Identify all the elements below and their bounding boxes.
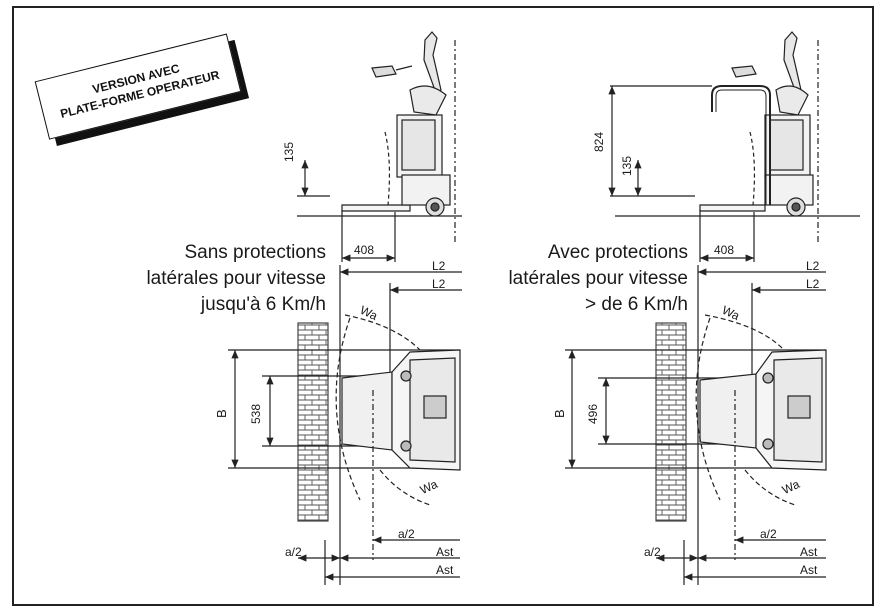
right-dim-135: 135 bbox=[620, 155, 634, 176]
right-L2-top: L2 bbox=[806, 259, 820, 273]
left-dim-135: 135 bbox=[282, 141, 296, 162]
right-a2-bottom: a/2 bbox=[644, 545, 661, 559]
right-Ast-bottom: Ast bbox=[800, 563, 818, 577]
left-a2-bottom: a/2 bbox=[285, 545, 302, 559]
right-caption-line-1: Avec protections bbox=[547, 242, 688, 263]
left-Ast-bottom: Ast bbox=[436, 563, 454, 577]
left-side-view bbox=[297, 31, 462, 585]
right-caption-line-2: latérales pour vitesse bbox=[508, 268, 688, 289]
right-dim-B: B bbox=[552, 409, 567, 418]
right-top-view bbox=[565, 314, 827, 585]
right-caption-line-3: > de 6 Km/h bbox=[585, 294, 688, 315]
left-dim-408: 408 bbox=[354, 243, 375, 257]
left-caption-line-2: latérales pour vitesse bbox=[146, 268, 326, 289]
left-caption: Sans protections latérales pour vitesse … bbox=[90, 240, 326, 318]
left-caption-line-1: Sans protections bbox=[184, 242, 326, 263]
right-L2-bottom: L2 bbox=[806, 277, 820, 291]
left-top-view bbox=[228, 314, 461, 585]
left-Ast-top: Ast bbox=[436, 545, 454, 559]
right-dim-496: 496 bbox=[586, 403, 600, 424]
left-caption-line-3: jusqu'à 6 Km/h bbox=[200, 294, 326, 315]
left-L2-top: L2 bbox=[432, 259, 446, 273]
technical-drawing bbox=[228, 31, 860, 585]
left-dim-538: 538 bbox=[249, 403, 263, 424]
right-Ast-top: Ast bbox=[800, 545, 818, 559]
right-dim-824: 824 bbox=[592, 131, 606, 152]
left-dim-B: B bbox=[214, 409, 229, 418]
left-L2-bottom: L2 bbox=[432, 277, 446, 291]
right-dim-408: 408 bbox=[714, 243, 735, 257]
left-a2-top: a/2 bbox=[398, 527, 415, 541]
right-a2-top: a/2 bbox=[760, 527, 777, 541]
right-caption: Avec protections latérales pour vitesse … bbox=[452, 240, 688, 318]
